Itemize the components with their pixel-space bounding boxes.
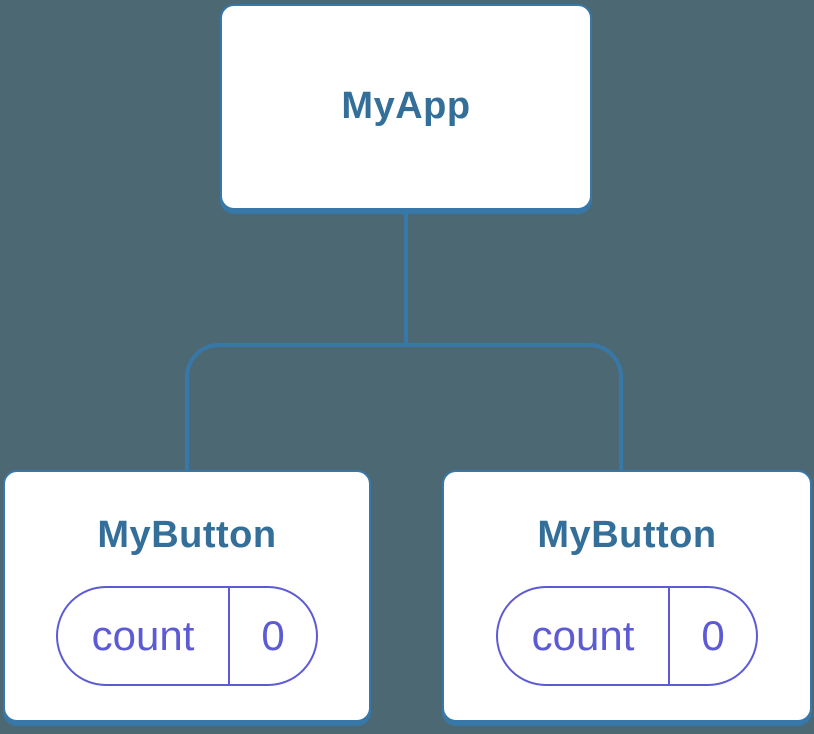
state-pill: count 0 <box>56 585 318 686</box>
connector-stem <box>404 212 408 346</box>
connector-bracket <box>185 343 623 470</box>
state-key: count <box>58 587 230 684</box>
state-pill: count 0 <box>496 585 758 686</box>
tree-node-mybutton-1: MyButton count 0 <box>3 470 371 722</box>
node-label: MyButton <box>97 514 277 556</box>
state-value: 0 <box>261 611 285 659</box>
node-label: MyApp <box>341 85 471 128</box>
tree-node-myapp: MyApp <box>220 4 592 210</box>
state-value: 0 <box>701 611 725 659</box>
tree-node-mybutton-2: MyButton count 0 <box>442 470 812 722</box>
node-label: MyButton <box>537 514 717 556</box>
state-key: count <box>498 587 670 684</box>
